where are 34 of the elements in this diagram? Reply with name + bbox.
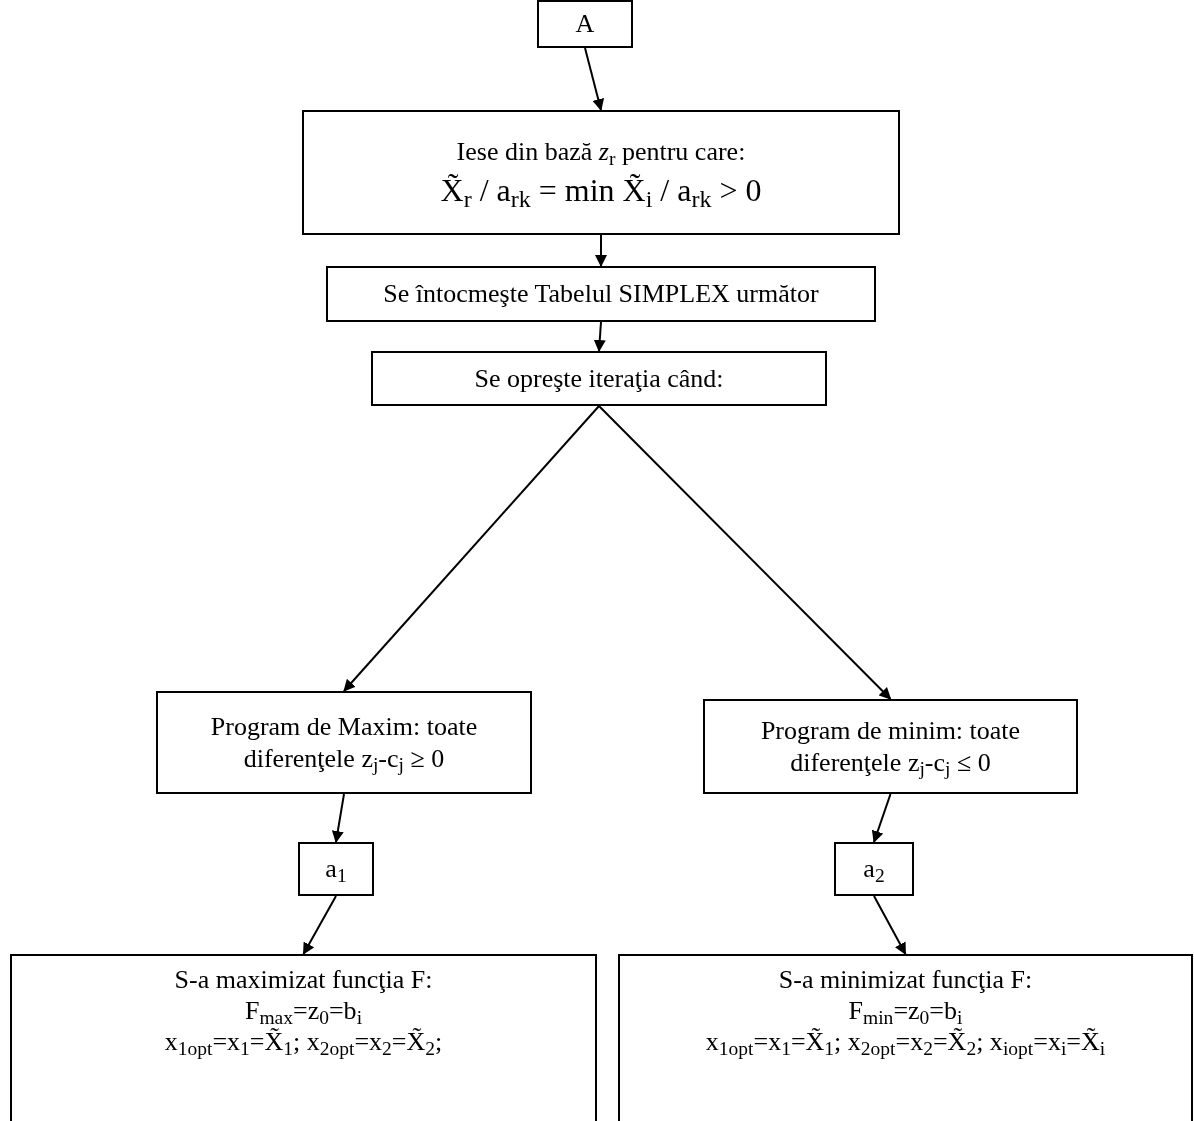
box-text: Iese din bază z$_{r}$ pentru care:: [456, 135, 746, 167]
process-box: [618, 954, 1193, 1121]
arrow: [331, 793, 345, 843]
box-text: S-a minimizat funcţia F:: [778, 964, 1033, 996]
process-box: [156, 691, 532, 794]
box-text: S-a maximizat funcţia F:: [174, 964, 433, 996]
box-text: a$_{1}$: [325, 853, 347, 885]
formula-text: F$_{max}$=z$_{0}$=b$_{i}$: [244, 995, 363, 1027]
box-text: Program de Maxim: toate diferenţele z$_{j}$-c$_{j}$ ≥ 0: [209, 711, 479, 774]
box-text: A: [575, 8, 595, 40]
arrow: [593, 321, 606, 352]
process-box: [298, 842, 374, 896]
process-box: [326, 266, 876, 322]
process-box: [537, 0, 633, 48]
arrow: [598, 405, 892, 700]
process-box: [371, 351, 827, 406]
formula-text: x$_{1}$$_{opt}$=x$_{1}$=X̃$_{1}$; x$_{2}$$_{opt}$=x$_{2}$=X̃$_{2}$;: [164, 1026, 443, 1058]
box-text: a$_{2}$: [863, 853, 885, 885]
formula-text: x$_{1}$$_{opt}$=x$_{1}$=X̃$_{1}$; x$_{2}$$_{opt}$=x$_{2}$=X̃$_{2}$; x$_{i}$$_{opt}$=x$_{i}$=X̃$_{i}$: [705, 1026, 1106, 1058]
process-box: [703, 699, 1078, 794]
process-box: [834, 842, 914, 896]
process-box: [302, 110, 900, 235]
formula-text: F$_{min}$=z$_{0}$=b$_{i}$: [848, 995, 963, 1027]
arrow: [302, 895, 337, 955]
arrow: [871, 793, 892, 843]
arrow: [595, 234, 607, 267]
arrow: [584, 47, 605, 111]
process-box: [10, 954, 597, 1121]
formula-text: X̃$_{r}$ / a$_{rk}$ = min X̃$_{i}$ / a$_{rk}$ > 0: [440, 170, 762, 210]
box-text: Program de minim: toate diferenţele z$_{j}$-c$_{j}$ ≤ 0: [759, 715, 1022, 778]
arrow: [343, 405, 600, 692]
arrow: [873, 895, 907, 955]
box-text: Se opreşte iteraţia când:: [474, 362, 724, 395]
box-text: Se întocmeşte Tabelul SIMPLEX următor: [383, 278, 819, 310]
